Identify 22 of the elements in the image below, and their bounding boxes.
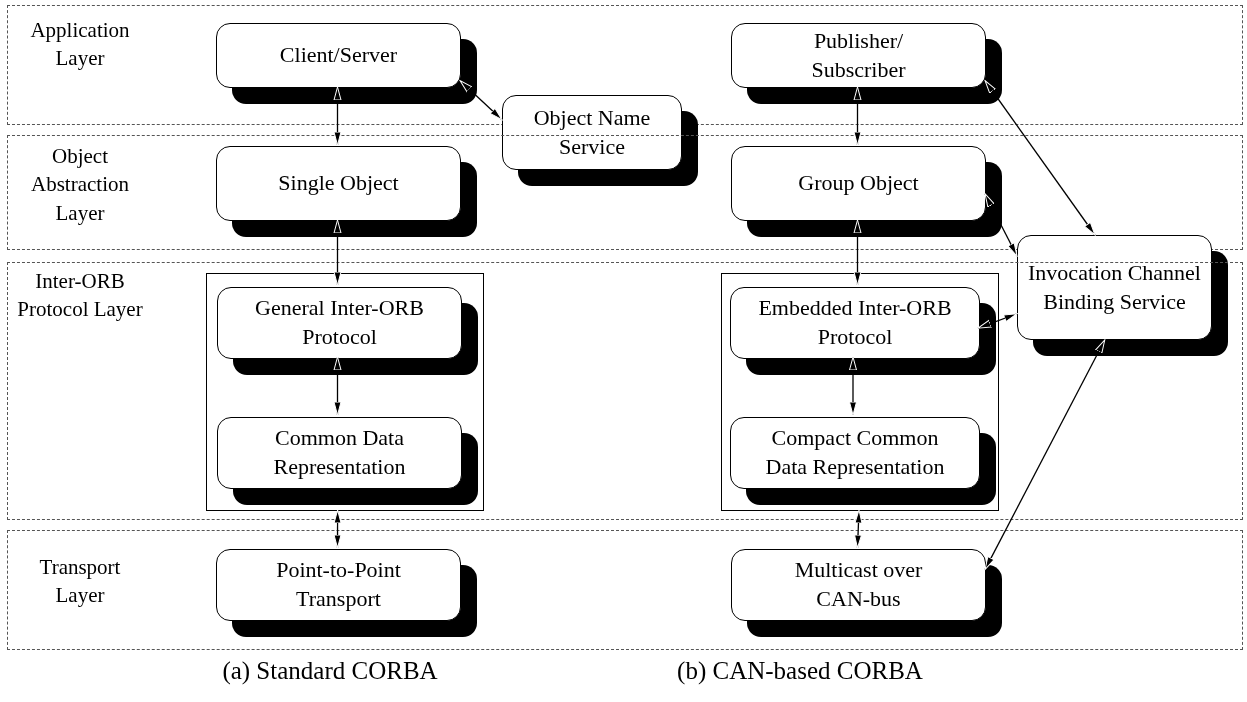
- arrow: [984, 193, 1018, 257]
- layer-label: Transport Layer: [38, 554, 122, 610]
- arrow: [984, 339, 1106, 571]
- arrow: [459, 79, 503, 121]
- layer-label: Application Layer: [29, 17, 131, 73]
- layer-label: Object Abstraction Layer: [30, 143, 130, 227]
- arrow: [977, 313, 1018, 329]
- arrow: [853, 219, 862, 286]
- arrow: [984, 79, 1096, 236]
- arrow: [333, 86, 342, 146]
- layer-band: [7, 262, 1243, 520]
- arrow: [854, 509, 863, 549]
- layer-band: [7, 530, 1243, 650]
- caption-text: (b) CAN-based CORBA: [677, 657, 923, 685]
- grouping-frame: [206, 273, 484, 511]
- layer-label: Inter-ORB Protocol Layer: [16, 268, 144, 324]
- caption-text: (a) Standard CORBA: [222, 657, 438, 685]
- grouping-frame: [721, 273, 999, 511]
- arrow: [853, 86, 862, 146]
- arrow: [333, 219, 342, 286]
- arrow: [333, 509, 342, 549]
- layer-band: [7, 135, 1243, 250]
